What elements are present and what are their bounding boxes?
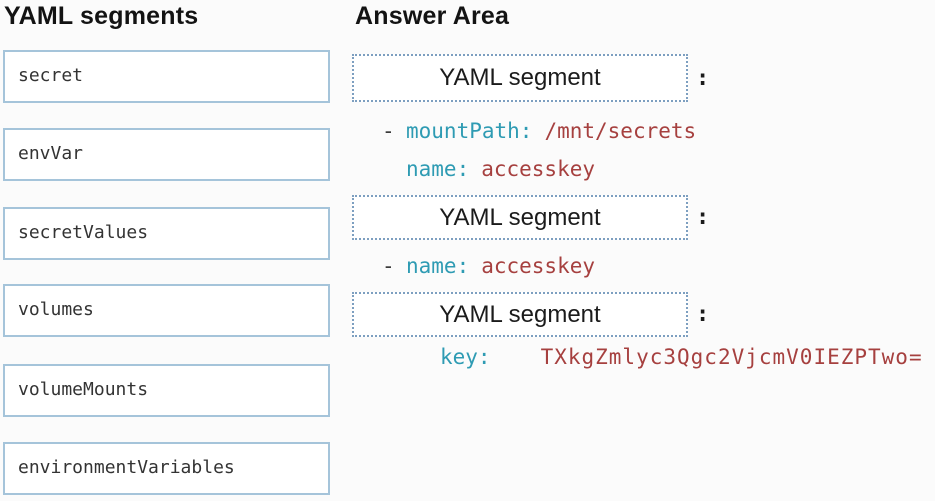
drop-zone-label: YAML segment bbox=[439, 203, 601, 231]
colon-separator: : bbox=[696, 65, 710, 91]
segment-option-label: environmentVariables bbox=[18, 456, 235, 478]
yaml-code-line: key: TXkgZmlyc3Qgc2VjcmV0IEZPTwo= bbox=[382, 344, 923, 370]
segment-option-label: envVar bbox=[18, 142, 84, 164]
yaml-code-line: -name: accesskey bbox=[382, 253, 595, 279]
yaml-dash: - bbox=[382, 254, 395, 278]
segment-option-label: secret bbox=[18, 64, 84, 86]
yaml-segment-drop-zone-2[interactable]: YAML segment bbox=[352, 195, 688, 240]
segment-option-label: volumes bbox=[18, 298, 94, 320]
yaml-key: name: bbox=[406, 157, 470, 181]
yaml-value: TXkgZmlyc3Qgc2VjcmV0IEZPTwo= bbox=[540, 345, 923, 369]
segment-option-label: volumeMounts bbox=[18, 378, 149, 400]
answer-area-title: Answer Area bbox=[355, 2, 510, 30]
drop-row-2: YAML segment : bbox=[352, 195, 709, 240]
yaml-segment-drop-zone-3[interactable]: YAML segment bbox=[352, 292, 688, 337]
yaml-code-line: name: accesskey bbox=[382, 156, 595, 182]
segment-option-envvar[interactable]: envVar bbox=[3, 128, 330, 181]
yaml-value: /mnt/secrets bbox=[544, 119, 697, 143]
colon-separator: : bbox=[696, 205, 710, 230]
segment-option-secret[interactable]: secret bbox=[3, 50, 330, 103]
colon-separator: : bbox=[696, 302, 710, 327]
yaml-segments-title: YAML segments bbox=[4, 2, 199, 30]
segment-option-secretvalues[interactable]: secretValues bbox=[3, 207, 330, 260]
segment-option-environmentvariables[interactable]: environmentVariables bbox=[3, 442, 330, 495]
yaml-value: accesskey bbox=[481, 157, 596, 181]
yaml-key: key: bbox=[440, 345, 491, 369]
yaml-value: accesskey bbox=[481, 254, 596, 278]
drop-row-1: YAML segment : bbox=[352, 54, 709, 102]
drop-zone-label: YAML segment bbox=[439, 64, 601, 91]
yaml-segment-drop-zone-1[interactable]: YAML segment bbox=[352, 54, 688, 102]
yaml-key: name: bbox=[406, 254, 470, 278]
yaml-dash: - bbox=[382, 119, 395, 143]
yaml-key: mountPath: bbox=[406, 119, 533, 143]
segment-option-label: secretValues bbox=[18, 221, 149, 243]
yaml-code-line: -mountPath: /mnt/secrets bbox=[382, 118, 696, 144]
segment-option-volumemounts[interactable]: volumeMounts bbox=[3, 364, 330, 417]
drop-zone-label: YAML segment bbox=[439, 300, 601, 328]
segment-option-volumes[interactable]: volumes bbox=[3, 284, 330, 337]
drop-row-3: YAML segment : bbox=[352, 292, 709, 337]
